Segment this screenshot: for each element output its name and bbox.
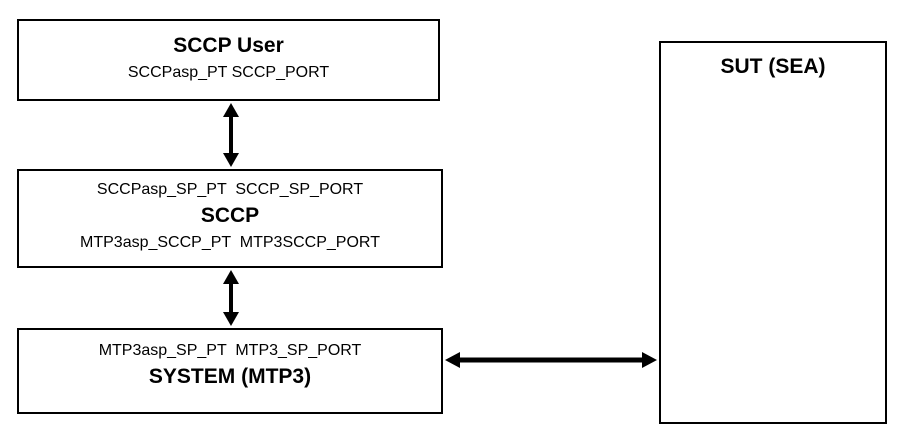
system-mtp3-box: MTP3asp_SP_PT MTP3_SP_PORT SYSTEM (MTP3) (17, 328, 443, 414)
double-arrow-system-mtp3-to-sut-icon (445, 352, 657, 368)
double-arrow-sccp-user-to-sccp-icon (223, 103, 239, 167)
sccp-bottom-ports: MTP3asp_SCCP_PT MTP3SCCP_PORT (80, 234, 380, 251)
system-mtp3-title: SYSTEM (MTP3) (148, 365, 312, 388)
double-arrow-sccp-to-system-mtp3-icon (223, 270, 239, 326)
system-mtp3-ports: MTP3asp_SP_PT MTP3_SP_PORT (98, 342, 362, 359)
sccp-user-box: SCCP User SCCPasp_PT SCCP_PORT (17, 19, 440, 101)
sut-title: SUT (SEA) (720, 55, 826, 78)
sccp-box: SCCPasp_SP_PT SCCP_SP_PORT SCCP MTP3asp_… (17, 169, 443, 268)
sut-box: SUT (SEA) (659, 41, 887, 424)
sccp-top-ports: SCCPasp_SP_PT SCCP_SP_PORT (96, 181, 364, 198)
sccp-title: SCCP (200, 204, 260, 227)
sccp-user-title: SCCP User (173, 34, 284, 57)
sccp-user-ports: SCCPasp_PT SCCP_PORT (127, 64, 330, 81)
